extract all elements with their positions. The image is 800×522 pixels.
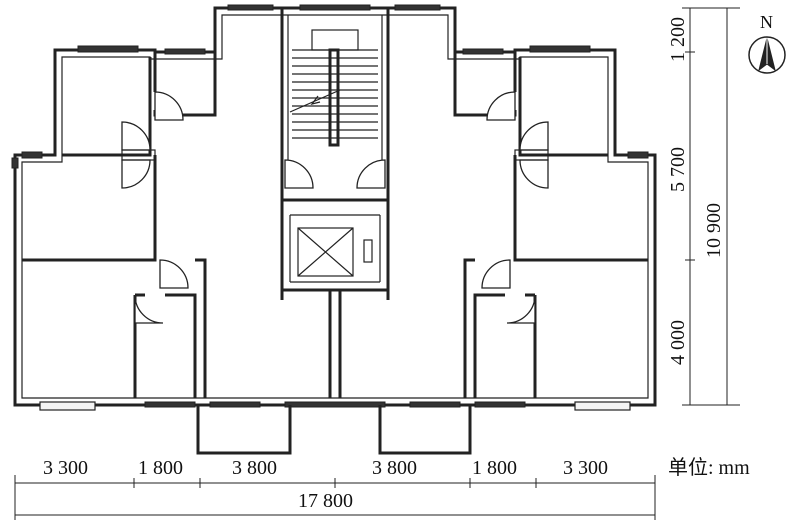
dim-v-2: 5 700 — [667, 147, 689, 192]
vertical-dimension-lines — [682, 7, 740, 406]
north-label: N — [760, 12, 773, 32]
dim-h-2: 1 800 — [138, 457, 183, 479]
stair-steps — [289, 29, 378, 147]
dim-h-3: 3 800 — [232, 457, 277, 479]
stair-and-elevator-core — [280, 8, 390, 398]
dim-h-total: 17 800 — [298, 490, 353, 512]
north-arrow: N — [748, 12, 786, 74]
building-outline — [13, 6, 657, 407]
windows — [11, 4, 649, 411]
dim-h-4: 3 800 — [372, 457, 417, 479]
right-unit — [378, 52, 648, 455]
dim-v-1: 1 200 — [667, 17, 689, 62]
dim-v-3: 4 000 — [667, 320, 689, 365]
dim-v-total: 10 900 — [703, 203, 725, 258]
dim-h-1: 3 300 — [43, 457, 88, 479]
dim-h-6: 3 300 — [563, 457, 608, 479]
unit-label: 单位: mm — [668, 456, 750, 479]
horizontal-dimension-lines — [14, 475, 656, 520]
left-unit — [22, 52, 292, 455]
dim-h-5: 1 800 — [472, 457, 517, 479]
